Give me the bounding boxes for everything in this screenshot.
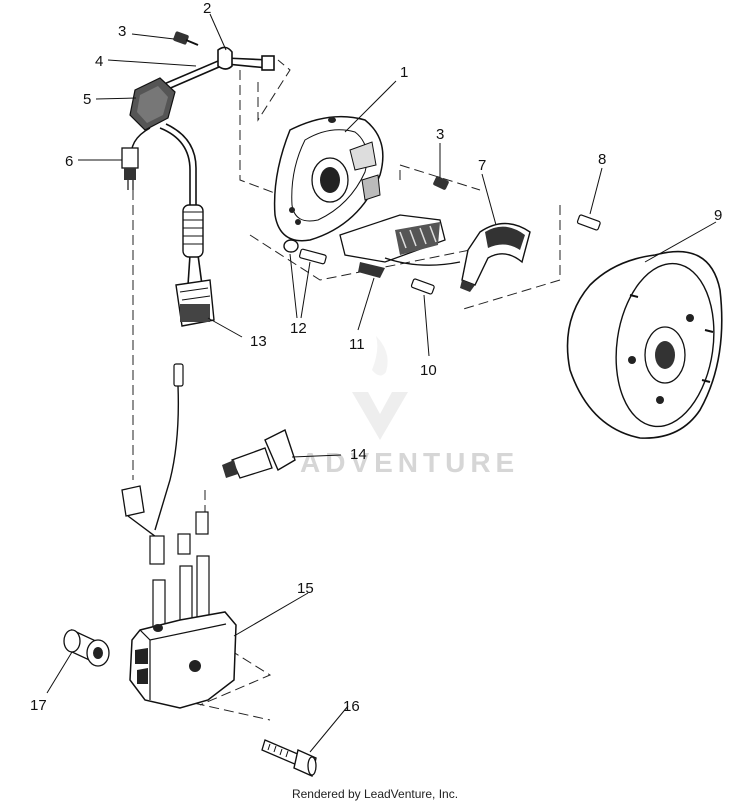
callout-1: 1 <box>400 64 408 81</box>
part-10-screw <box>410 278 435 295</box>
callout-8: 8 <box>598 151 606 168</box>
kill-switch-lead <box>154 363 184 531</box>
callout-4: 4 <box>95 53 103 70</box>
callout-7: 7 <box>478 157 486 174</box>
watermark-text: ADVENTURE <box>300 447 519 478</box>
part-15-ignition-coil <box>129 555 237 709</box>
part-1-stator-plate <box>273 115 384 242</box>
part-7-trigger-coil <box>460 222 531 292</box>
part-3-screw-stator <box>433 176 449 190</box>
callout-3-top: 3 <box>118 23 126 40</box>
callout-15: 15 <box>297 580 314 597</box>
watermark-logo <box>352 336 408 440</box>
part-8-screw <box>576 214 601 231</box>
callout-3-stator: 3 <box>436 126 444 143</box>
leader-lines <box>46 13 717 753</box>
callout-10: 10 <box>420 362 437 379</box>
callout-14: 14 <box>350 446 367 463</box>
footer-credit: Rendered by LeadVenture, Inc. <box>291 787 459 801</box>
callout-2: 2 <box>203 0 211 17</box>
part-17-spacer <box>63 628 110 667</box>
part-9-flywheel <box>566 250 723 439</box>
callout-11: 11 <box>349 336 365 353</box>
wire-harness-top <box>149 46 275 97</box>
coil-connectors <box>121 485 209 565</box>
callout-16: 16 <box>343 698 360 715</box>
part-6-connector <box>121 127 151 190</box>
callout-12: 12 <box>290 320 307 337</box>
callout-17: 17 <box>30 697 47 714</box>
part-11-coil <box>339 214 461 278</box>
part-14-plug-cap <box>222 429 296 479</box>
assembly-lines <box>132 59 611 721</box>
callout-13: 13 <box>250 333 267 350</box>
harness-to-connector <box>159 123 203 286</box>
part-12-screw-washer <box>283 239 327 265</box>
part-13-plug <box>175 279 215 327</box>
part-3-screw-top <box>173 31 199 46</box>
part-16-bolt <box>261 739 317 777</box>
harness-sleeve <box>182 204 204 258</box>
callout-6: 6 <box>65 153 73 170</box>
callout-9: 9 <box>714 207 722 224</box>
callout-5: 5 <box>83 91 91 108</box>
part-5-grommet <box>129 77 176 131</box>
